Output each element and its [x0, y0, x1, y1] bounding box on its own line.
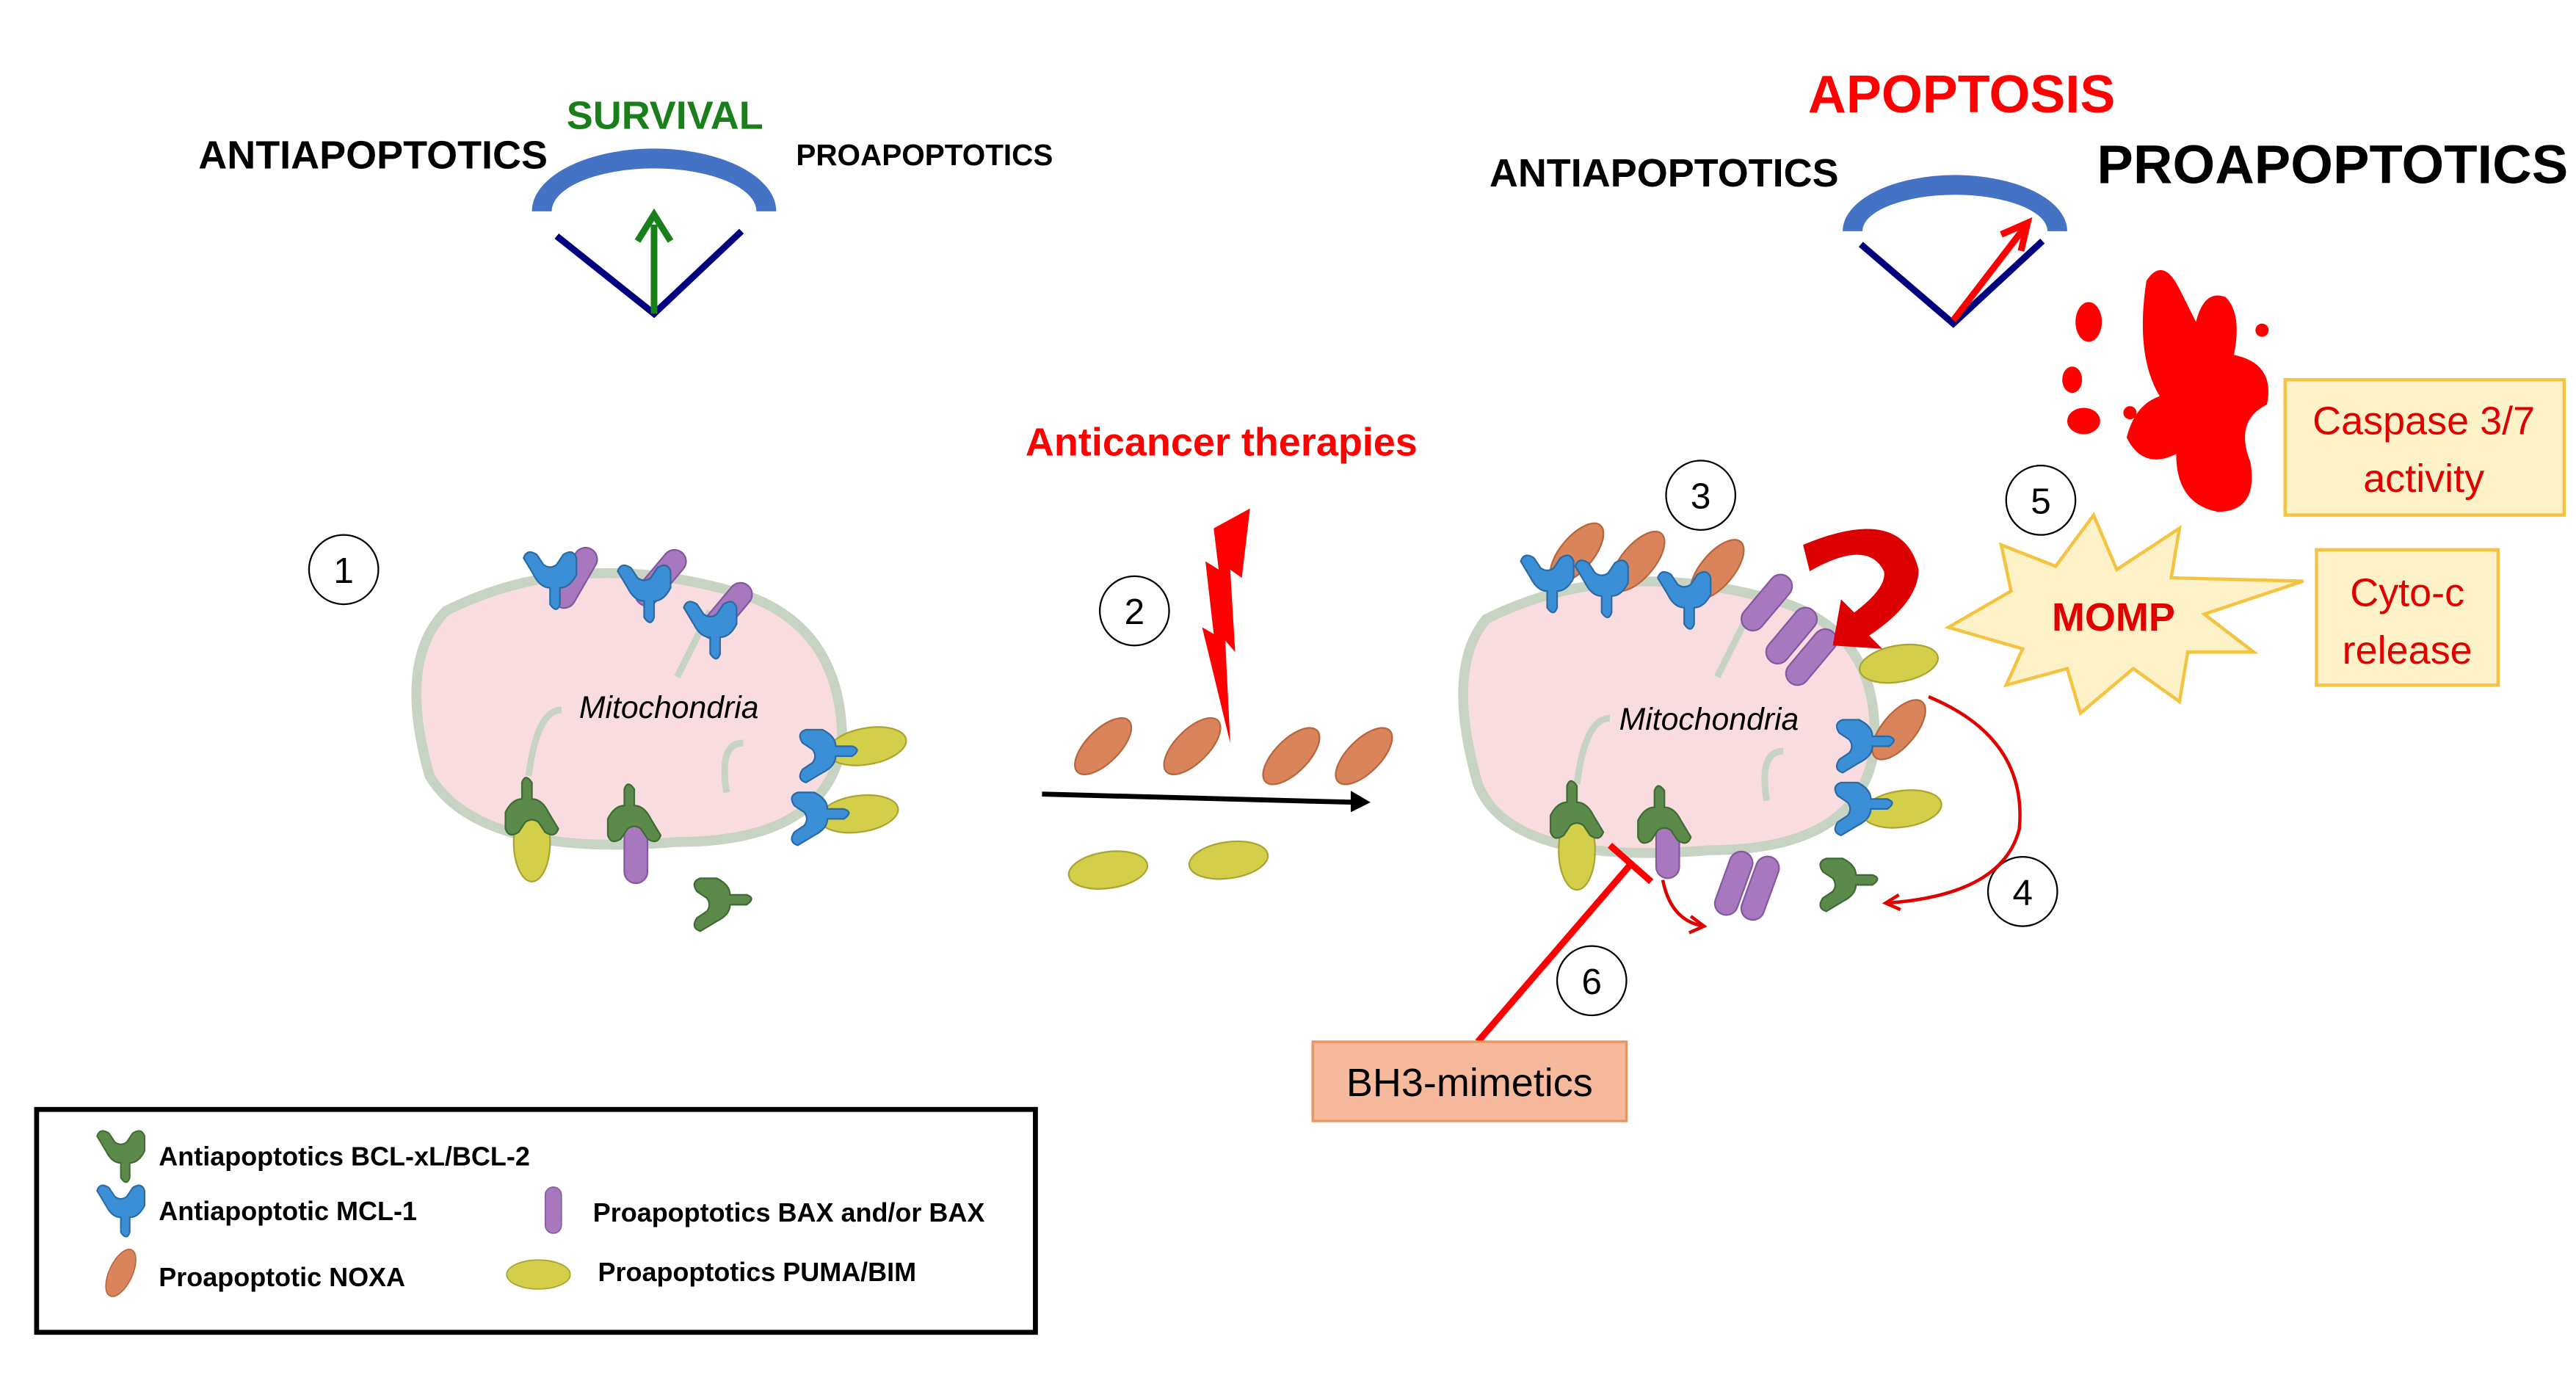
cell-death-splat-icon — [2062, 269, 2269, 512]
puma-protein — [1065, 845, 1151, 895]
mitochondria-label-left: Mitochondria — [579, 690, 759, 725]
legend-bcl2-label: Antiapoptotics BCL-xL/BCL-2 — [159, 1142, 530, 1172]
step-3-circle — [1665, 460, 1737, 531]
balance-arc-left — [531, 148, 777, 211]
step-1-number: 1 — [333, 551, 354, 591]
caspase-box — [2283, 377, 2566, 517]
cytoc-line2: release — [2343, 628, 2472, 672]
bh3-mimetics-label: BH3-mimetics — [1346, 1061, 1593, 1105]
inhibition-line-icon — [1475, 843, 1654, 1044]
momp-label: MOMP — [2052, 595, 2175, 639]
proapoptotics-label-left: PROAPOPTOTICS — [796, 138, 1053, 172]
step-2-number: 2 — [1125, 592, 1145, 632]
apoptosis-label: APOPTOSIS — [1808, 65, 2116, 124]
legend-bax-icon — [544, 1186, 562, 1234]
momp-burst — [1944, 512, 2304, 717]
puma-protein — [1186, 835, 1271, 885]
balance-arc-right — [1843, 175, 2067, 231]
step-4-number: 4 — [2012, 872, 2033, 913]
survival-label: SURVIVAL — [567, 93, 763, 137]
caspase-line2: activity — [2363, 457, 2484, 501]
legend-box — [34, 1106, 1038, 1335]
step-6-number: 6 — [1582, 962, 1603, 1002]
activation-arrow-icon — [1661, 879, 1708, 935]
bcl2-protein — [693, 877, 752, 932]
tilt-arrow-icon — [1951, 217, 2033, 323]
legend-mcl1-label: Antiapoptotic MCL-1 — [159, 1196, 417, 1226]
noxa-protein — [1252, 717, 1330, 794]
mitochondria-label-right: Mitochondria — [1619, 702, 1799, 737]
mitochondrion-left: Mitochondria — [411, 543, 910, 932]
noxa-protein — [1064, 708, 1142, 785]
balance-beam-right — [1858, 239, 2045, 328]
lightning-bolt-icon — [1202, 508, 1250, 743]
arrowhead-icon — [1882, 893, 1901, 912]
legend-noxa-label: Proapoptotic NOXA — [159, 1262, 405, 1292]
step-4-circle — [1987, 856, 2058, 927]
step-5-number: 5 — [2031, 481, 2051, 521]
legend: Antiapoptotics BCL-xL/BCL-2 Antiapoptoti… — [34, 1106, 1038, 1335]
cytoc-line1: Cyto-c — [2350, 570, 2464, 614]
legend-puma-label: Proapoptotics PUMA/BIM — [598, 1257, 916, 1287]
legend-bax-label: Proapoptotics BAX and/or BAX — [593, 1197, 985, 1227]
legend-puma-icon — [506, 1259, 571, 1290]
noxa-protein — [1154, 708, 1231, 785]
mitochondrion-right: Mitochondria — [1458, 513, 1945, 924]
antiapoptotics-label-right: ANTIAPOPTOTICS — [1490, 151, 1839, 195]
noxa-protein — [1325, 717, 1402, 794]
curved-red-arrow-icon — [1803, 529, 1919, 649]
cytoc-box — [2315, 548, 2500, 687]
step-1-circle — [308, 534, 380, 606]
release-arrow-icon — [1887, 694, 2022, 905]
bh3-mimetics-box — [1311, 1040, 1628, 1122]
antiapoptotics-label-left: ANTIAPOPTOTICS — [198, 133, 548, 177]
step-6-circle — [1556, 945, 1628, 1017]
caspase-line1: Caspase 3/7 — [2312, 399, 2535, 443]
proapoptotics-label-right: PROAPOPTOTICS — [2097, 134, 2568, 195]
balance-beam-left — [554, 228, 744, 319]
anticancer-therapies-label: Anticancer therapies — [1026, 421, 1418, 465]
up-arrow-icon — [634, 208, 674, 314]
right-arrow-icon — [1042, 791, 1371, 813]
step-5-circle — [2005, 465, 2077, 536]
step-2-circle — [1099, 575, 1170, 647]
step-3-number: 3 — [1691, 476, 1711, 517]
bcl2-protein — [1819, 857, 1879, 913]
